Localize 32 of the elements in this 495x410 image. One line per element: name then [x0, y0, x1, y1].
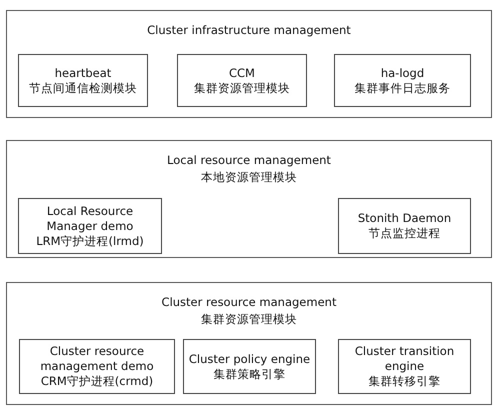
- module-name: heartbeat: [54, 66, 112, 80]
- module-box: [334, 54, 471, 107]
- module-box: [177, 54, 307, 107]
- module-box: [18, 198, 162, 254]
- module-box: [19, 339, 175, 394]
- module-name: Stonith Daemon: [358, 211, 452, 226]
- module-description: 集群策略引擎: [214, 366, 286, 382]
- section-title: Local resource management: [166, 152, 332, 169]
- module-name: Cluster resource management demo: [39, 344, 155, 374]
- module-description: 集群事件日志服务: [354, 80, 450, 96]
- section-panel: [6, 282, 492, 405]
- section-panel: [6, 10, 492, 118]
- section-subtitle: 本地资源管理模块: [200, 169, 298, 186]
- module-box: [18, 54, 148, 107]
- module-description: 节点监控进程: [368, 226, 440, 241]
- module-name: CCM: [229, 66, 255, 80]
- section-panel: [6, 140, 492, 258]
- module-description: 节点间通信检测模块: [29, 80, 137, 96]
- section-title: Cluster infrastructure management: [146, 22, 352, 39]
- module-description: LRM守护进程(lrmd): [36, 234, 144, 248]
- module-description: 集群转移引擎: [368, 374, 440, 389]
- module-name: Cluster policy engine: [188, 352, 310, 366]
- module-name: Local Resource Manager demo: [46, 204, 134, 234]
- section-title: Cluster resource management: [160, 294, 338, 311]
- module-description: CRM守护进程(crmd): [40, 374, 154, 389]
- module-box: [338, 339, 471, 394]
- module-box: [338, 198, 471, 254]
- module-description: 集群资源管理模块: [194, 80, 290, 96]
- module-box: [183, 339, 316, 394]
- section-subtitle: 集群资源管理模块: [200, 311, 298, 328]
- module-name: Cluster transition engine: [354, 344, 456, 374]
- module-name: ha-logd: [380, 66, 424, 80]
